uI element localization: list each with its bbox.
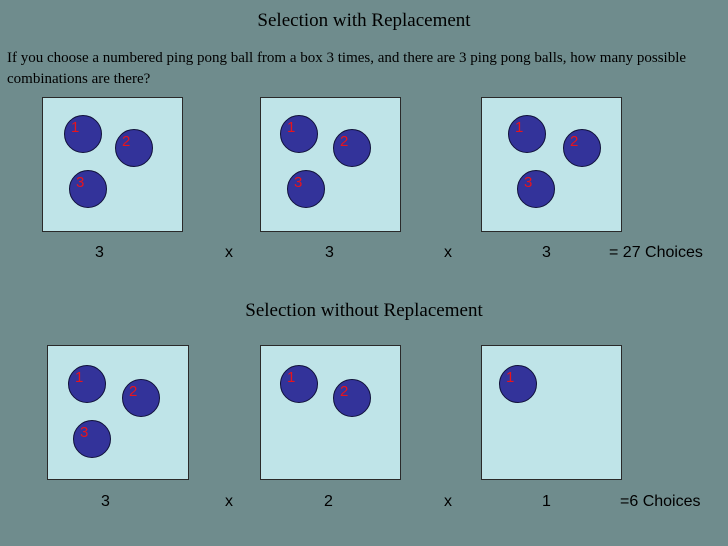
ball-number: 2	[570, 133, 578, 150]
calc-without-result: =6 Choices	[620, 493, 701, 511]
ball-2: 2	[115, 129, 153, 167]
ball-number: 3	[524, 174, 532, 191]
calc-with-n1: 3	[95, 244, 104, 262]
ball-1: 1	[499, 365, 537, 403]
ball-3: 3	[517, 170, 555, 208]
calc-with-n2: 3	[325, 244, 334, 262]
ball-number: 2	[340, 383, 348, 400]
title-with-replacement: Selection with Replacement	[0, 10, 728, 32]
ball-3: 3	[73, 420, 111, 458]
box-without-1: 1 2 3	[47, 345, 189, 480]
ball-number: 2	[340, 133, 348, 150]
box-without-2: 1 2	[260, 345, 401, 480]
ball-number: 2	[129, 383, 137, 400]
ball-number: 3	[76, 174, 84, 191]
box-without-3: 1	[481, 345, 622, 480]
ball-number: 1	[287, 119, 295, 136]
ball-1: 1	[68, 365, 106, 403]
ball-2: 2	[333, 379, 371, 417]
ball-number: 3	[294, 174, 302, 191]
calc-without-op1: x	[225, 493, 233, 511]
box-with-3: 1 2 3	[481, 97, 622, 232]
calc-with-op2: x	[444, 244, 452, 262]
ball-number: 3	[80, 424, 88, 441]
title-without-replacement: Selection without Replacement	[0, 300, 728, 322]
ball-number: 1	[75, 369, 83, 386]
ball-1: 1	[280, 115, 318, 153]
ball-2: 2	[333, 129, 371, 167]
ball-number: 1	[515, 119, 523, 136]
calc-with-op1: x	[225, 244, 233, 262]
box-with-2: 1 2 3	[260, 97, 401, 232]
ball-number: 1	[506, 369, 514, 386]
ball-3: 3	[287, 170, 325, 208]
ball-number: 2	[122, 133, 130, 150]
ball-3: 3	[69, 170, 107, 208]
question-text: If you choose a numbered ping pong ball …	[7, 48, 719, 90]
ball-2: 2	[563, 129, 601, 167]
ball-2: 2	[122, 379, 160, 417]
ball-1: 1	[508, 115, 546, 153]
ball-1: 1	[280, 365, 318, 403]
ball-1: 1	[64, 115, 102, 153]
ball-number: 1	[287, 369, 295, 386]
calc-with-result: = 27 Choices	[609, 244, 703, 262]
calc-without-n2: 2	[324, 493, 333, 511]
ball-number: 1	[71, 119, 79, 136]
calc-without-op2: x	[444, 493, 452, 511]
calc-without-n1: 3	[101, 493, 110, 511]
calc-with-n3: 3	[542, 244, 551, 262]
box-with-1: 1 2 3	[42, 97, 183, 232]
calc-without-n3: 1	[542, 493, 551, 511]
